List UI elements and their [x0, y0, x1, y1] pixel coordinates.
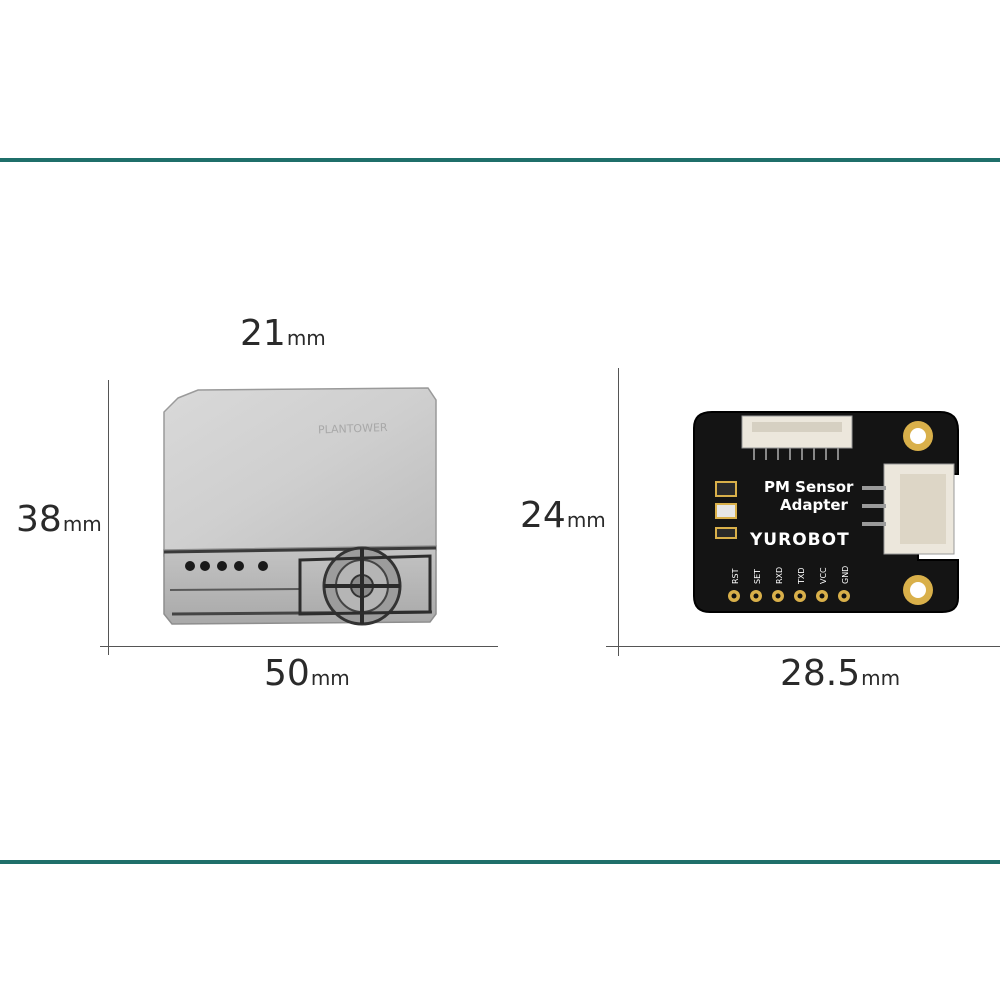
- adapter-brand-logo: YUROBOT: [749, 530, 850, 550]
- vent-hole: [185, 561, 195, 571]
- vent-hole: [217, 561, 227, 571]
- smd-component: [715, 503, 737, 519]
- pin-labels: RST SET RXD TXD VCC GND: [731, 566, 850, 585]
- adapter-height-label: 24mm: [520, 495, 606, 536]
- pm-sensor-module: PLANTOWER: [163, 387, 437, 626]
- vent-hole: [234, 561, 244, 571]
- pin-label: RXD: [775, 567, 784, 584]
- smd-component: [715, 481, 737, 497]
- fan-grille-icon: [298, 546, 432, 626]
- adapter-title-line1: PM Sensor: [764, 478, 854, 496]
- adapter-title-line2: Adapter: [780, 496, 849, 514]
- sensor-height-guide: [108, 380, 109, 655]
- pin-label: GND: [841, 566, 850, 584]
- pin-header: [728, 590, 850, 602]
- sensor-height-label: 38mm: [16, 499, 102, 540]
- pin-label: RST: [731, 568, 740, 584]
- vent-hole: [258, 561, 268, 571]
- sensor-depth-label: 21mm: [240, 313, 326, 354]
- pin-label: TXD: [797, 567, 806, 585]
- top-divider: [0, 158, 1000, 162]
- pm-sensor-adapter-board: PM Sensor Adapter YUROBOT RST SET RXD TX…: [693, 411, 959, 613]
- adapter-width-guide: [606, 646, 1000, 647]
- sensor-width-label: 50mm: [264, 653, 350, 694]
- pin-label: SET: [753, 569, 762, 584]
- sensor-width-guide: [100, 646, 498, 647]
- bottom-divider: [0, 860, 1000, 864]
- pin-label: VCC: [819, 567, 828, 584]
- sensor-brand-text: PLANTOWER: [318, 421, 388, 436]
- smd-component: [715, 527, 737, 539]
- adapter-height-guide: [618, 368, 619, 656]
- adapter-width-label: 28.5mm: [780, 653, 901, 694]
- side-connector: [862, 463, 955, 555]
- top-connector: [741, 415, 853, 460]
- vent-hole: [200, 561, 210, 571]
